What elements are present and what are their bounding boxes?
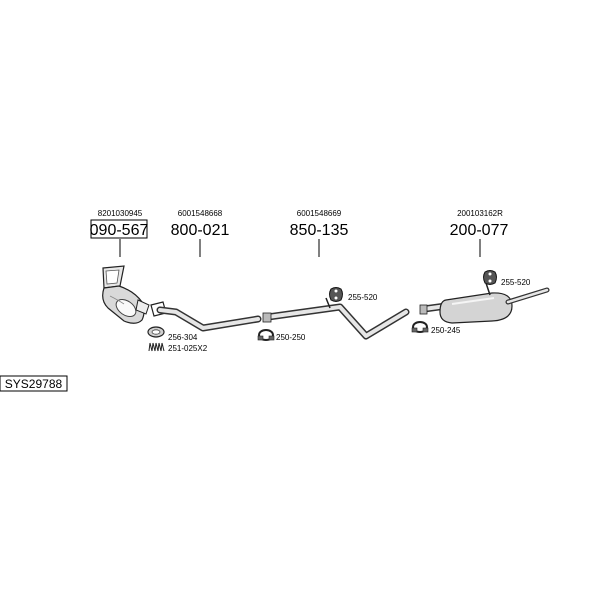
spring-icon — [148, 342, 165, 352]
system-code-box — [0, 375, 68, 392]
oe-number: 200103162R — [457, 209, 503, 218]
accessory-part-number: 256-304 — [168, 333, 198, 342]
accessory-rubber-hanger-1[interactable]: 255-520 — [329, 287, 378, 303]
clamp-icon — [412, 321, 428, 333]
clamp-icon — [258, 329, 274, 341]
front-pipe[interactable] — [150, 301, 262, 332]
system-code: SYS29788 — [5, 377, 63, 391]
accessory-part-number: 251-025X2 — [168, 344, 208, 353]
part-number: 800-021 — [171, 222, 230, 239]
main-part-front-pipe[interactable]: 6001548668 800-021 — [171, 209, 230, 257]
main-part-rear-silencer[interactable]: 200103162R 200-077 — [450, 209, 509, 257]
catalytic-converter-icon[interactable] — [102, 265, 150, 324]
part-number-box — [90, 219, 148, 239]
oe-number: 8201030945 — [98, 209, 143, 218]
accessory-spring[interactable]: 251-025X2 — [148, 342, 208, 353]
part-number: 090-567 — [90, 222, 149, 239]
main-part-catalytic-converter[interactable]: 8201030945 090-567 — [90, 209, 149, 257]
accessory-gasket-ring[interactable]: 256-304 — [147, 326, 198, 342]
oe-number: 6001548669 — [297, 209, 342, 218]
accessory-part-number: 255-520 — [348, 293, 378, 302]
accessory-part-number: 250-245 — [431, 326, 461, 335]
accessory-part-number: 255-520 — [501, 278, 531, 287]
main-part-middle-pipe[interactable]: 6001548669 850-135 — [290, 209, 349, 257]
accessory-rubber-hanger-2[interactable]: 255-520 — [483, 270, 531, 288]
accessory-clamp-1[interactable]: 250-250 — [257, 329, 306, 342]
part-number: 850-135 — [290, 222, 349, 239]
rear-silencer[interactable] — [419, 282, 550, 324]
rubber-hanger-icon — [329, 287, 343, 302]
part-number: 200-077 — [450, 222, 509, 239]
system-code-label: SYS29788 — [0, 375, 68, 392]
accessory-part-number: 250-250 — [276, 333, 306, 342]
rubber-hanger-icon — [483, 270, 497, 285]
accessory-clamp-2[interactable]: 250-245 — [411, 321, 461, 335]
middle-pipe[interactable] — [262, 297, 410, 340]
oe-number: 6001548668 — [178, 209, 223, 218]
